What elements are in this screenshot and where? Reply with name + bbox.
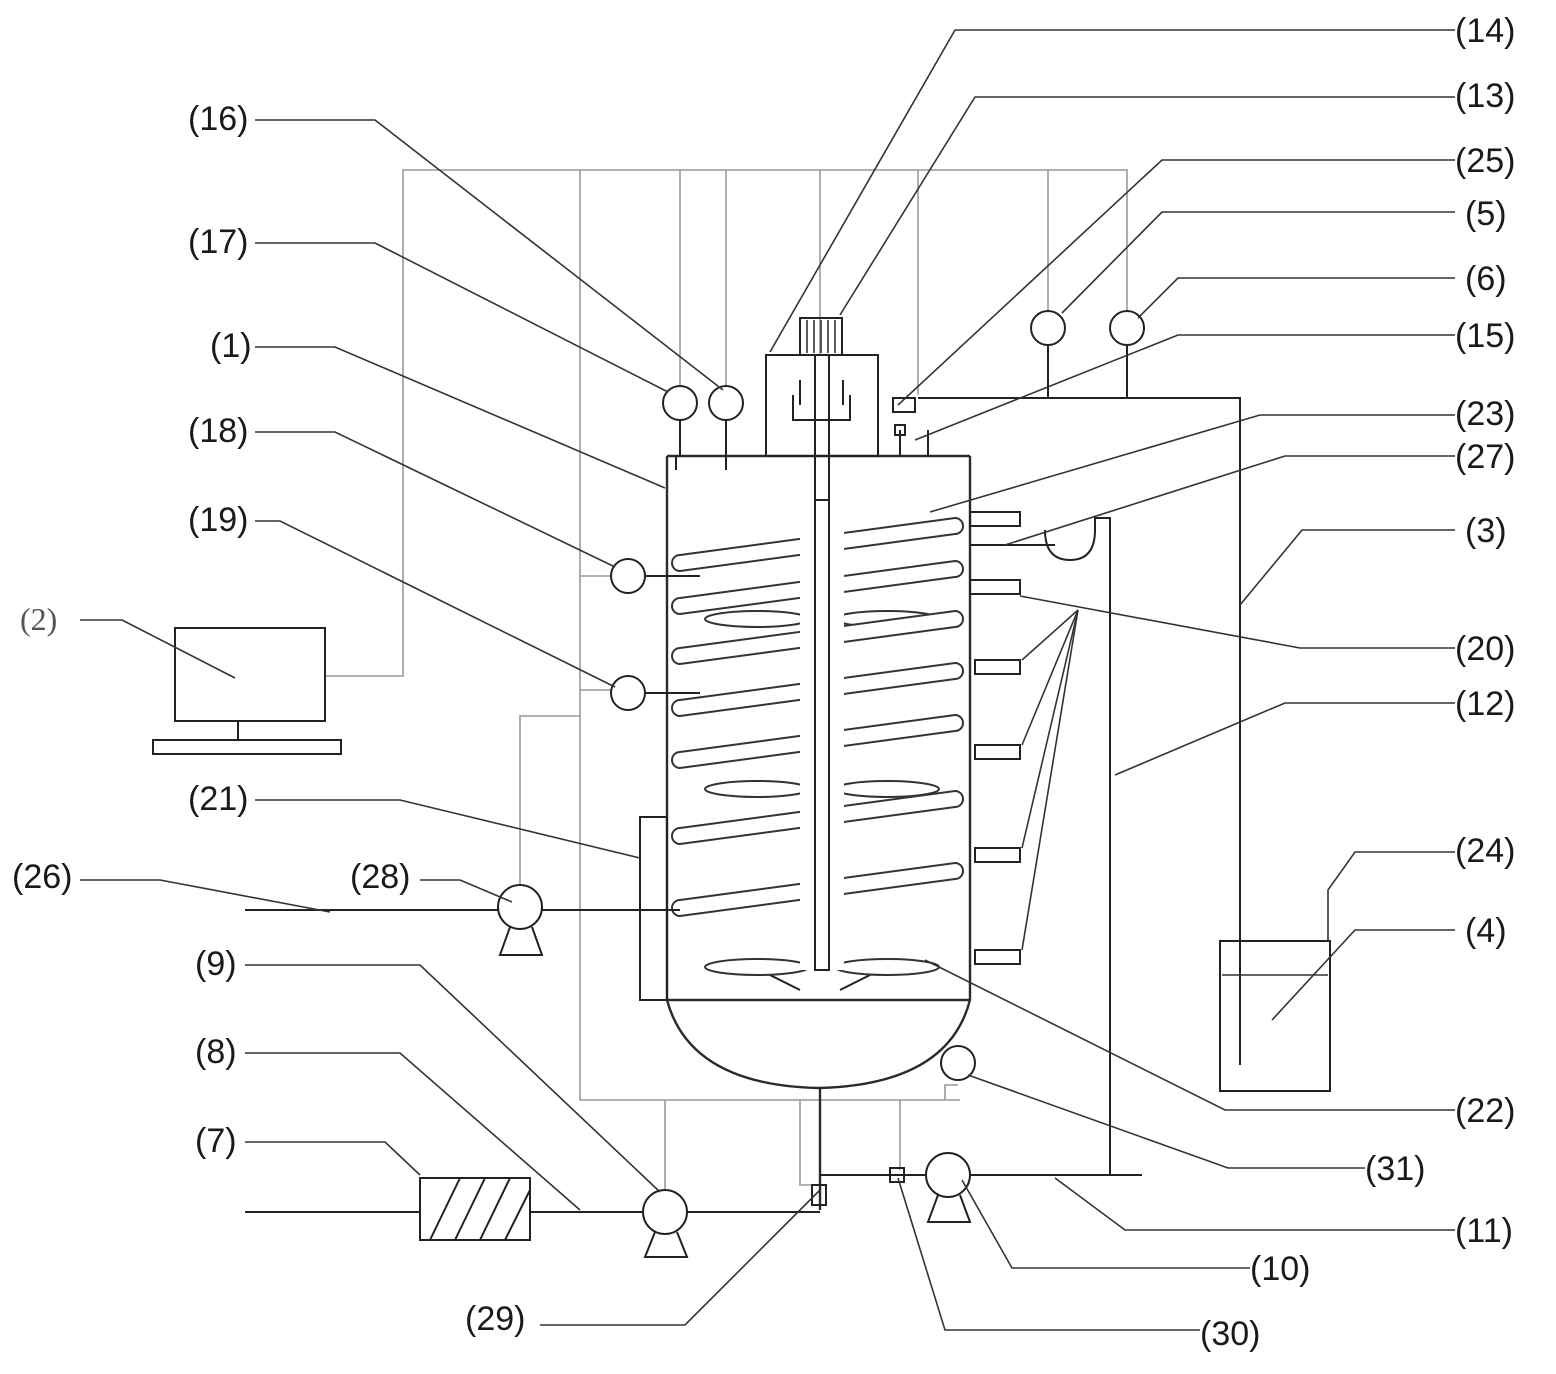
- pump-28: [497, 884, 543, 930]
- label-7: (7): [195, 1122, 237, 1160]
- valve-29: [811, 1184, 827, 1206]
- label-31: (31): [1365, 1150, 1425, 1188]
- condensate-line: [820, 517, 1142, 1176]
- label-19: (19): [188, 501, 248, 539]
- feed-lines: [245, 909, 820, 1213]
- gauge-5: [1030, 310, 1066, 346]
- label-24: (24): [1455, 832, 1515, 870]
- impellers: [704, 610, 940, 976]
- pumps: [497, 884, 972, 1258]
- label-22: (22): [1455, 1092, 1515, 1130]
- computer-terminal: [152, 627, 342, 755]
- agitator-motor: [765, 317, 879, 457]
- label-20: (20): [1455, 630, 1515, 668]
- label-17: (17): [188, 223, 248, 261]
- labels: (14) (13) (25) (5) (6) (15) (23) (27) (3…: [12, 12, 1515, 1353]
- label-30: (30): [1200, 1315, 1260, 1353]
- label-4: (4): [1465, 912, 1507, 950]
- control-wiring: [325, 169, 1128, 1190]
- label-16: (16): [188, 100, 248, 138]
- label-2: (2): [20, 601, 57, 637]
- label-18: (18): [188, 412, 248, 450]
- label-14: (14): [1455, 12, 1515, 50]
- label-10: (10): [1250, 1250, 1310, 1288]
- label-3: (3): [1465, 512, 1507, 550]
- label-29: (29): [465, 1300, 525, 1338]
- label-23: (23): [1455, 395, 1515, 433]
- label-21: (21): [188, 780, 248, 818]
- sensor-19: [610, 675, 646, 711]
- sensor-18: [610, 558, 646, 594]
- leader-lines: [80, 29, 1455, 1331]
- label-1: (1): [210, 327, 252, 365]
- collection-tank: [1219, 940, 1331, 1092]
- lid-nozzles: [675, 418, 727, 470]
- pump-9: [642, 1189, 688, 1235]
- sensor-31: [940, 1045, 976, 1081]
- label-9: (9): [195, 945, 237, 983]
- label-11: (11): [1455, 1212, 1513, 1250]
- filter-7: [419, 1177, 531, 1241]
- label-15: (15): [1455, 317, 1515, 355]
- label-27: (27): [1455, 438, 1515, 476]
- valve-30: [889, 1167, 905, 1183]
- heating-coil: [671, 499, 964, 971]
- gauges: [610, 310, 1145, 1081]
- label-25: (25): [1455, 142, 1515, 180]
- side-heater: [639, 816, 668, 1001]
- label-13: (13): [1455, 77, 1515, 115]
- sampling-ports: [969, 511, 1021, 965]
- label-5: (5): [1465, 195, 1507, 233]
- label-28: (28): [350, 858, 410, 896]
- label-12: (12): [1455, 685, 1515, 723]
- sensor-16: [708, 385, 744, 421]
- label-26: (26): [12, 858, 72, 896]
- sensor-17: [662, 385, 698, 421]
- label-8: (8): [195, 1033, 237, 1071]
- label-6: (6): [1465, 260, 1507, 298]
- pump-10: [925, 1152, 971, 1198]
